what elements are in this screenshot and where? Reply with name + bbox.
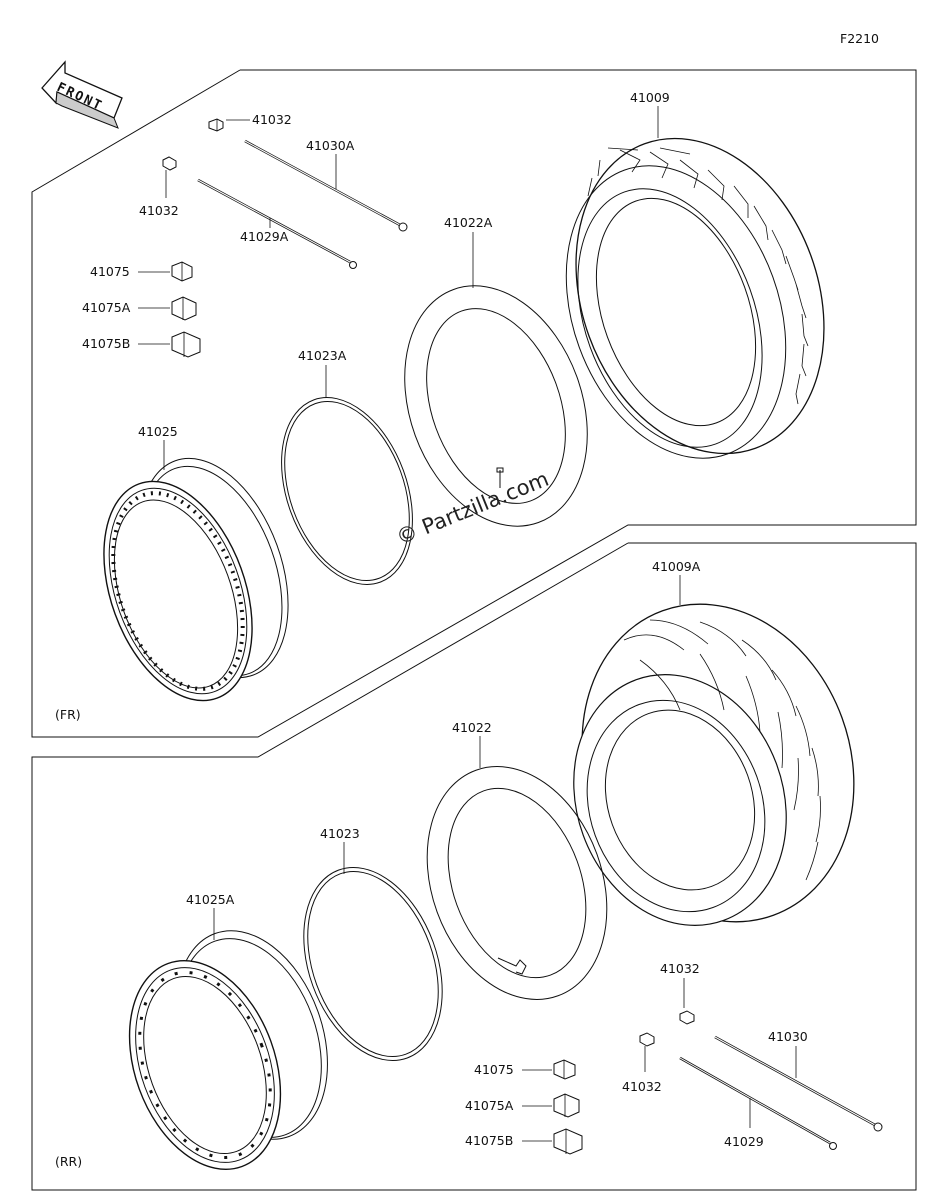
front-tube-41022a: 41022A [404, 215, 588, 527]
rear-rim-band-41023: 41023 [303, 826, 443, 1061]
front-valve-cap-a: 41032 [208, 112, 292, 132]
front-valve-cap-b-label: 41032 [139, 203, 179, 218]
front-weight-41075b: 41075B [82, 331, 201, 358]
front-weight-41075-label: 41075 [90, 264, 130, 279]
watermark: © Partzilla.com [393, 467, 552, 550]
front-weight-41075b-label: 41075B [82, 336, 130, 351]
front-weight-41075a-label: 41075A [82, 300, 131, 315]
front-tire-41009: 41009 [565, 90, 825, 459]
rear-tube-41022-label: 41022 [452, 720, 492, 735]
rear-tire-41009a-label: 41009A [652, 559, 701, 574]
rear-weight-41075a-label: 41075A [465, 1098, 514, 1113]
rear-tire-41009a: 41009A [573, 559, 855, 926]
front-section-frame [31, 69, 917, 738]
front-tube-41022a-label: 41022A [444, 215, 493, 230]
rear-tube-41022: 41022 [426, 720, 608, 1000]
front-spoke-41029a-label: 41029A [240, 229, 289, 244]
front-tire-41009-label: 41009 [630, 90, 670, 105]
rear-section-label: (RR) [55, 1154, 82, 1169]
rear-spoke-41029: 41029 [679, 1056, 837, 1150]
rear-valve-cap-b-label: 41032 [622, 1079, 662, 1094]
rear-weight-41075: 41075 [474, 1059, 576, 1080]
front-spoke-41030a: 41030A [244, 138, 408, 232]
front-valve-cap-b: 41032 [139, 156, 179, 218]
rear-weight-41075b-label: 41075B [465, 1133, 513, 1148]
front-rim-41025: 41025 [103, 424, 289, 702]
front-weight-41075a: 41075A [82, 296, 197, 321]
rear-section-frame [31, 542, 917, 1191]
rear-rim-41025a-label: 41025A [186, 892, 235, 907]
front-spoke-41029a: 41029A [197, 178, 357, 269]
front-weight-41075: 41075 [90, 261, 193, 282]
rear-valve-cap-a-label: 41032 [660, 961, 700, 976]
rear-spoke-41029-label: 41029 [724, 1134, 764, 1149]
rear-valve-cap-b: 41032 [622, 1032, 662, 1094]
rear-weight-41075-label: 41075 [474, 1062, 514, 1077]
rear-valve-cap-a: 41032 [660, 961, 700, 1025]
front-rim-band-41023a-label: 41023A [298, 348, 347, 363]
front-valve-cap-a-label: 41032 [252, 112, 292, 127]
rear-weight-41075a: 41075A [465, 1093, 580, 1118]
front-spoke-41030a-label: 41030A [306, 138, 355, 153]
rear-rim-41025a: 41025A [128, 892, 328, 1170]
diagram-code: F2210 [840, 31, 879, 46]
rear-rim-band-41023-label: 41023 [320, 826, 360, 841]
rear-weight-41075b: 41075B [465, 1128, 583, 1155]
front-arrow-icon: FRONT [41, 60, 123, 129]
rear-spoke-41030: 41030 [714, 1029, 883, 1132]
front-rim-41025-label: 41025 [138, 424, 178, 439]
front-rim-band-41023a: 41023A [281, 348, 413, 585]
front-section-label: (FR) [55, 707, 81, 722]
rear-spoke-41030-label: 41030 [768, 1029, 808, 1044]
